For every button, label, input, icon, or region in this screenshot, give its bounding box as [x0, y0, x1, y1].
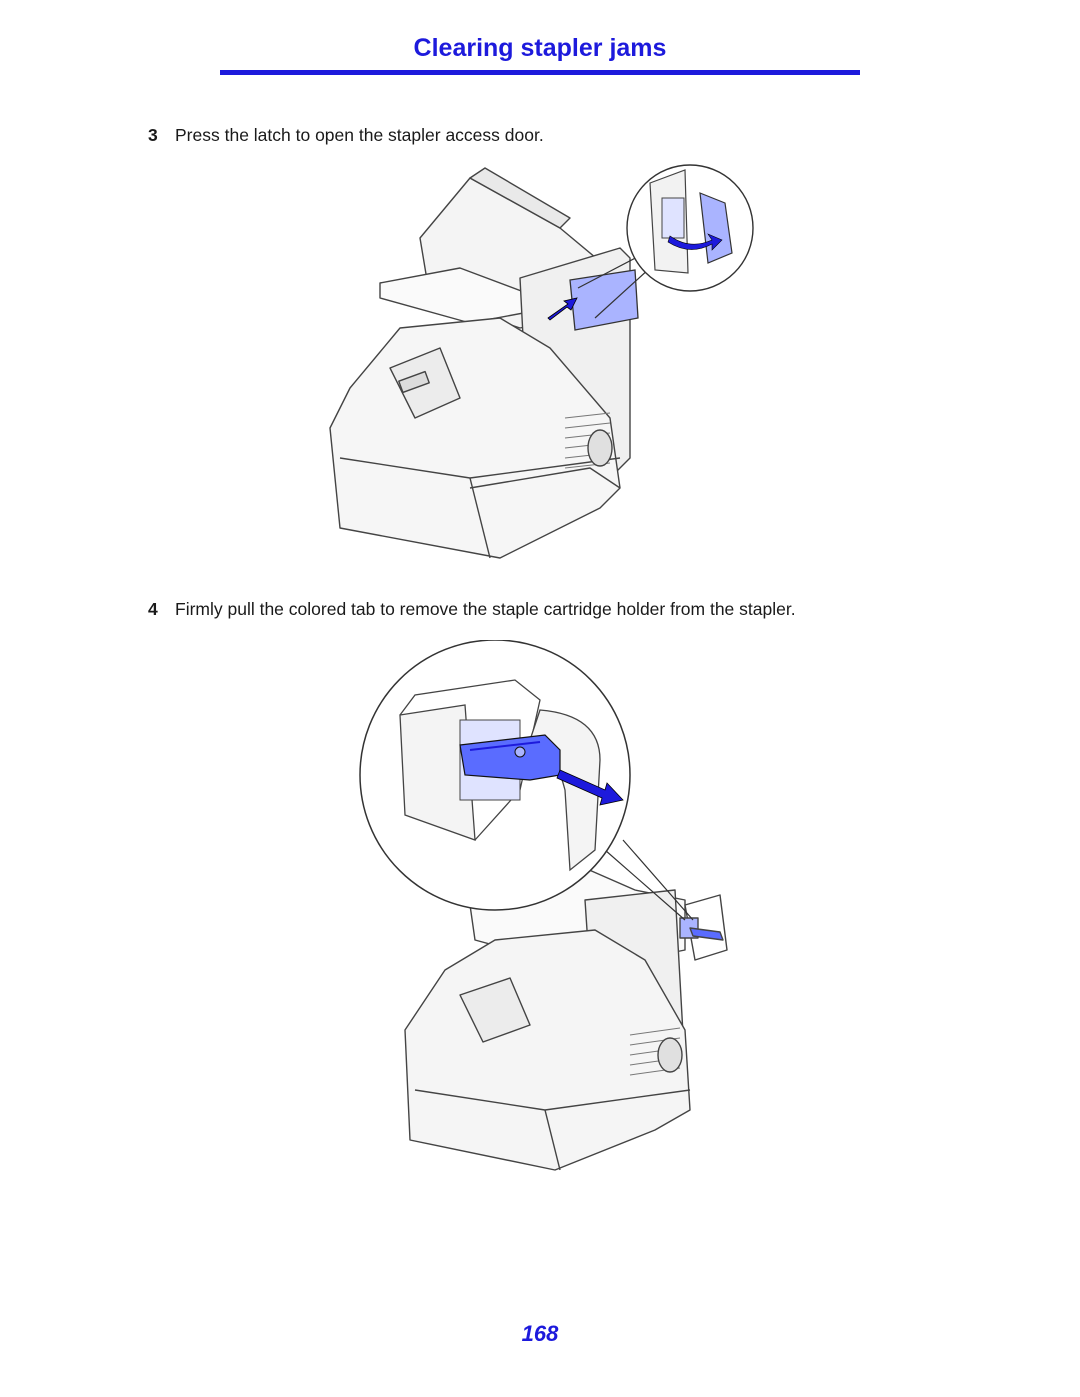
- step-number: 4: [148, 599, 158, 619]
- step-3: 3 Press the latch to open the stapler acc…: [148, 124, 544, 146]
- arrow-icon: [667, 233, 723, 251]
- printer-illustration: [329, 164, 754, 559]
- step-number: 3: [148, 125, 158, 145]
- page-number: 168: [521, 1321, 559, 1346]
- step-text: Press the latch to open the stapler acce…: [175, 125, 544, 145]
- page-title: Clearing stapler jams: [413, 34, 667, 62]
- step-4: 4 Firmly pull the colored tab to remove t…: [148, 598, 796, 620]
- cartridge-holder-callout: [359, 640, 631, 911]
- printer-illustration: [359, 640, 728, 1171]
- step-text: Firmly pull the colored tab to remove th…: [175, 599, 796, 619]
- stapler-door-callout: [626, 164, 754, 292]
- arrow-icon: [556, 769, 624, 806]
- arrow-icon: [547, 297, 578, 321]
- title-rule: [220, 70, 860, 75]
